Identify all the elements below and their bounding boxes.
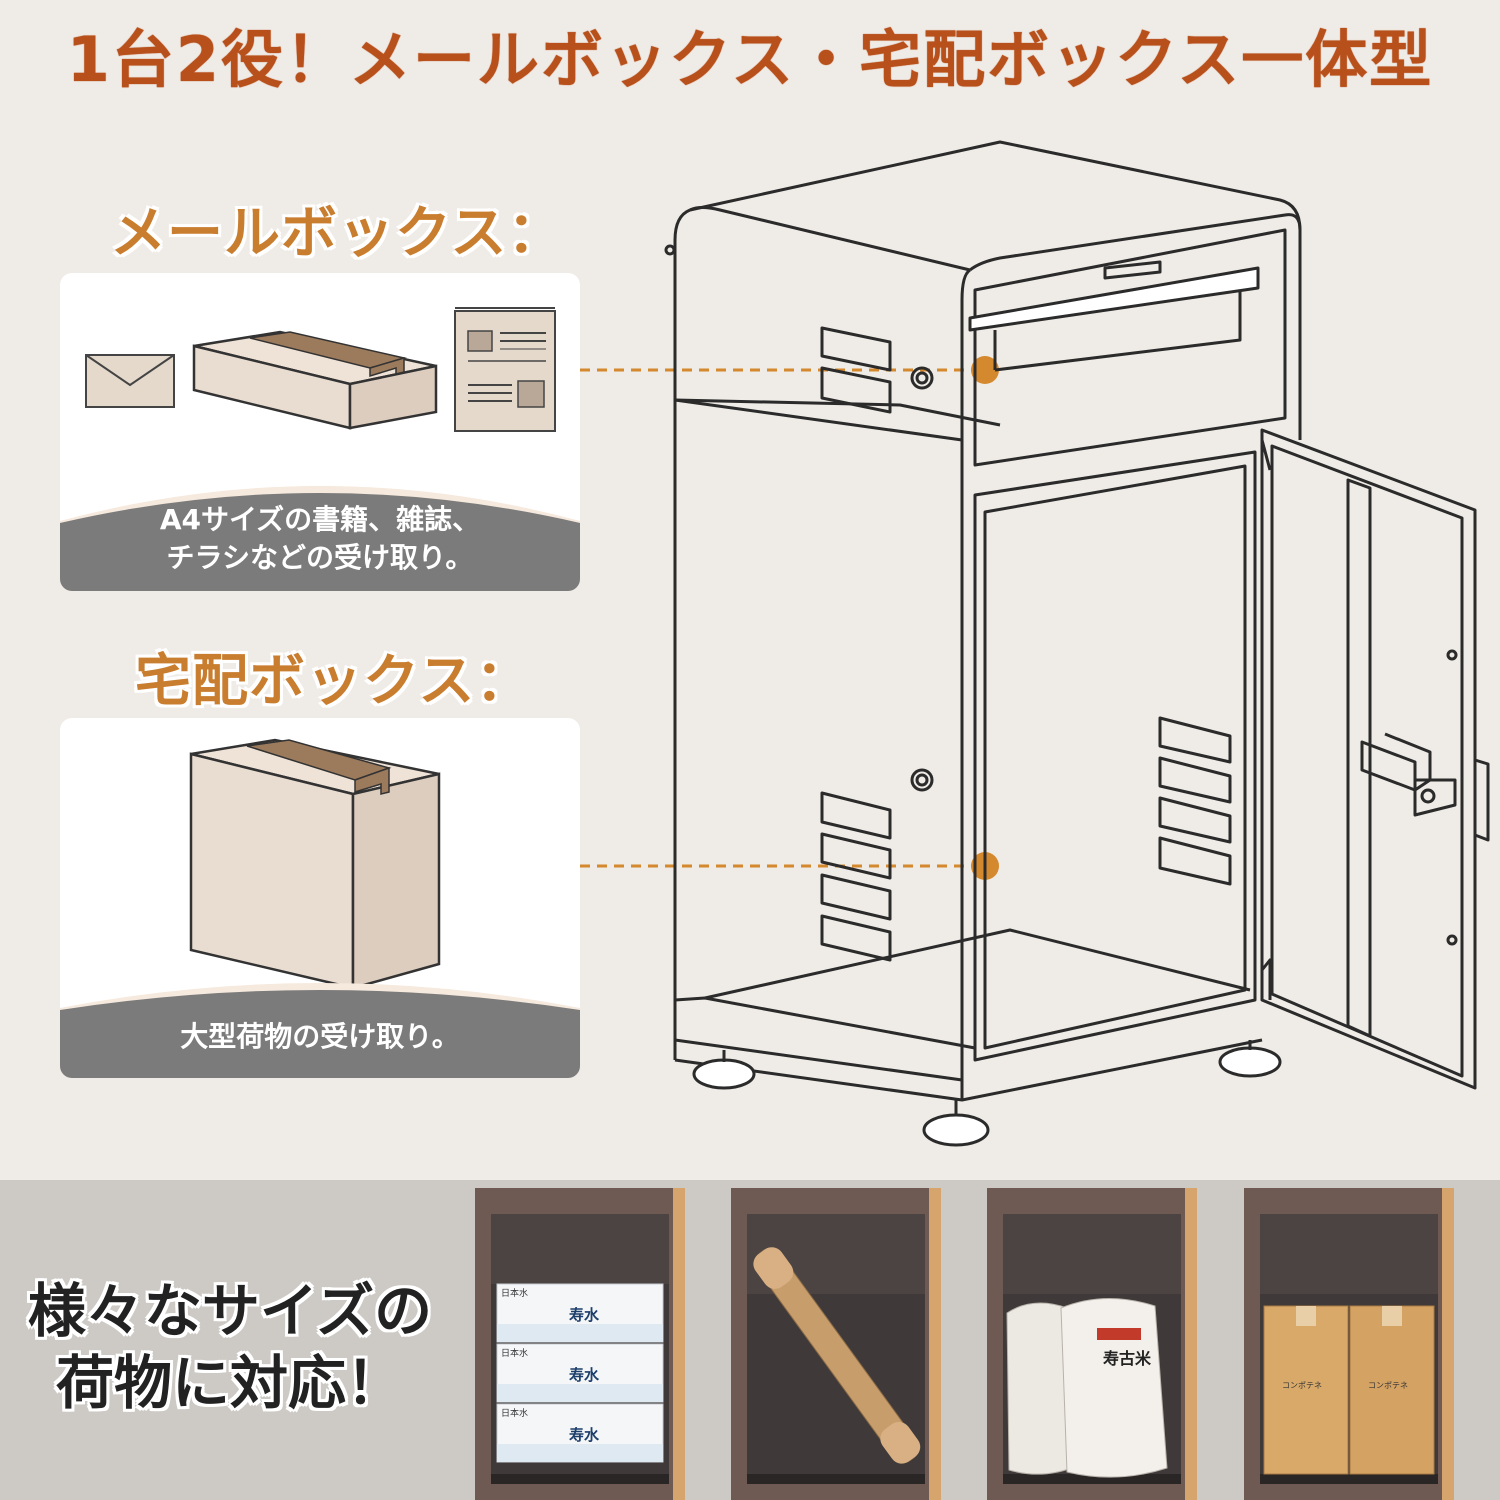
parcel-card: 大型荷物の受け取り。 [60,718,580,1078]
newspaper-icon [454,307,556,432]
mailbox-title: メールボックス： [110,201,565,266]
water-label-3: 日本水 [501,1407,528,1419]
tube [753,1247,921,1464]
caption-band [60,983,580,1078]
box-label-2: コンポテネ [1368,1381,1408,1390]
parcel-caption: 大型荷物の受け取り。 [180,1020,460,1053]
envelope-icon [85,354,175,408]
water-brand-2: 寿水 [569,1366,600,1384]
mailbox-caption-line2: チラシなどの受け取り。 [166,541,474,574]
box-label-1: コンポテネ [1282,1381,1322,1390]
water-label-2: 日本水 [501,1347,528,1359]
photo-rice-bags: 寿古米 [987,1188,1197,1500]
water-brand-3: 寿水 [569,1426,600,1444]
parcel-title: 宅配ボックス： [135,649,533,714]
mailbox-caption: A4サイズの書籍、雑誌、 チラシなどの受け取り。 [60,501,580,577]
photo-poster-tube [731,1188,941,1500]
photo-water-cases: 日本水 日本水 日本水 寿水 寿水 寿水 [475,1188,685,1500]
headline: 1台2役！メールボックス・宅配ボックス一体型 [66,23,1434,96]
water-label-1: 日本水 [501,1287,528,1299]
mailbox-caption-line1: A4サイズの書籍、雑誌、 [159,503,481,536]
water-case-stack [496,1283,664,1463]
mailbox-card: A4サイズの書籍、雑誌、 チラシなどの受け取り。 [60,273,580,591]
cardboard-box-icon [189,738,441,990]
mailbox-indicator-dot [971,356,999,384]
caption-band [60,486,580,591]
slogan: 様々なサイズの 荷物に対応！ [20,1275,440,1419]
photo-cardboard-boxes: コンポテネ コンポテネ [1244,1188,1454,1500]
water-brand-1: 寿水 [569,1306,600,1324]
slogan-line1: 様々なサイズの [27,1277,433,1345]
flat-package-icon [192,330,438,430]
rice-brand: 寿古米 [1103,1349,1152,1368]
slogan-line2: 荷物に対応！ [55,1349,404,1417]
mailbox-product-illustration [664,140,1490,1147]
